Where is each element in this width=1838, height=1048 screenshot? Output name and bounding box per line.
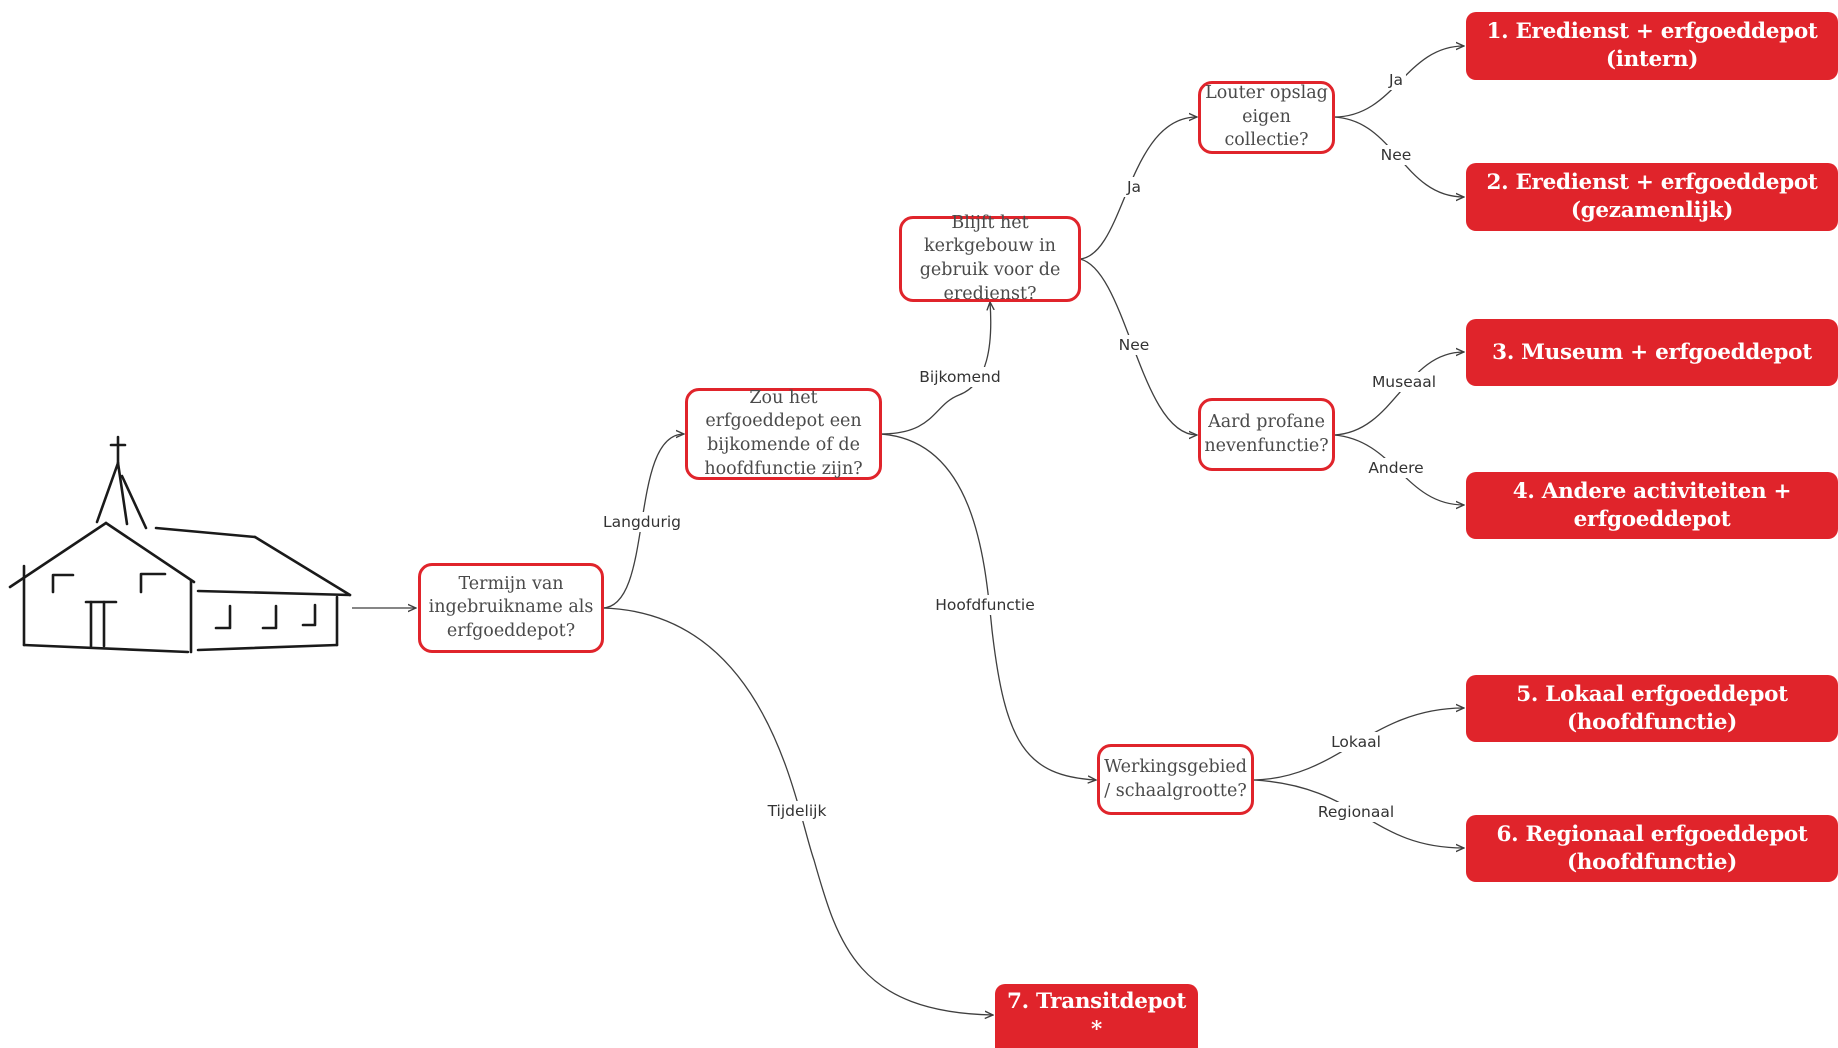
- edge-label-hoofdfunctie: Hoofdfunctie: [932, 595, 1038, 615]
- edges: [352, 46, 1464, 1015]
- edge-label-ja-q4: Ja: [1385, 70, 1407, 90]
- edge-label-bijkomend: Bijkomend: [916, 367, 1004, 387]
- edge-q5-o3: [1333, 352, 1464, 436]
- edge-label-lokaal: Lokaal: [1328, 732, 1384, 752]
- outcome-7-transitdepot: 7. Transitdepot *: [995, 984, 1198, 1048]
- outcome-5-lokaal-erfgoeddepot: 5. Lokaal erfgoeddepot (hoofdfunctie): [1466, 675, 1838, 742]
- question-louter-opslag: Louter opslag eigen collectie?: [1198, 81, 1335, 154]
- edge-q2-q6: [879, 433, 1096, 780]
- question-werkingsgebied: Werkingsgebied / schaalgrootte?: [1097, 744, 1254, 815]
- edge-label-ja-q3: Ja: [1123, 177, 1145, 197]
- edge-label-langdurig: Langdurig: [600, 512, 684, 532]
- edge-label-museaal: Museaal: [1368, 372, 1440, 392]
- outcome-4-andere-activiteiten: 4. Andere activiteiten + erfgoeddepot: [1466, 472, 1838, 539]
- outcome-1-eredienst-intern: 1. Eredienst + erfgoeddepot (intern): [1466, 12, 1838, 80]
- church-icon: [8, 435, 352, 654]
- edge-label-andere: Andere: [1365, 458, 1427, 478]
- edge-label-tijdelijk: Tijdelijk: [764, 801, 830, 821]
- edge-q2-q3: [879, 302, 991, 435]
- question-termijn: Termijn van ingebruikname als erfgoeddep…: [418, 563, 604, 653]
- edge-label-regionaal: Regionaal: [1314, 802, 1398, 822]
- question-bijkomend-of-hoofdfunctie: Zou het erfgoeddepot een bijkomende of d…: [685, 388, 882, 480]
- outcome-2-eredienst-gezamenlijk: 2. Eredienst + erfgoeddepot (gezamenlijk…: [1466, 163, 1838, 231]
- edge-label-nee-q3: Nee: [1115, 335, 1153, 355]
- outcome-3-museum: 3. Museum + erfgoeddepot: [1466, 319, 1838, 386]
- edge-q1-o7: [601, 607, 993, 1015]
- outcome-6-regionaal-erfgoeddepot: 6. Regionaal erfgoeddepot (hoofdfunctie): [1466, 815, 1838, 882]
- question-profane-nevenfunctie: Aard profane nevenfunctie?: [1198, 398, 1335, 471]
- question-eredienst: Blijft het kerkgebouw in gebruik voor de…: [899, 213, 1081, 304]
- edge-label-nee-q4: Nee: [1377, 145, 1415, 165]
